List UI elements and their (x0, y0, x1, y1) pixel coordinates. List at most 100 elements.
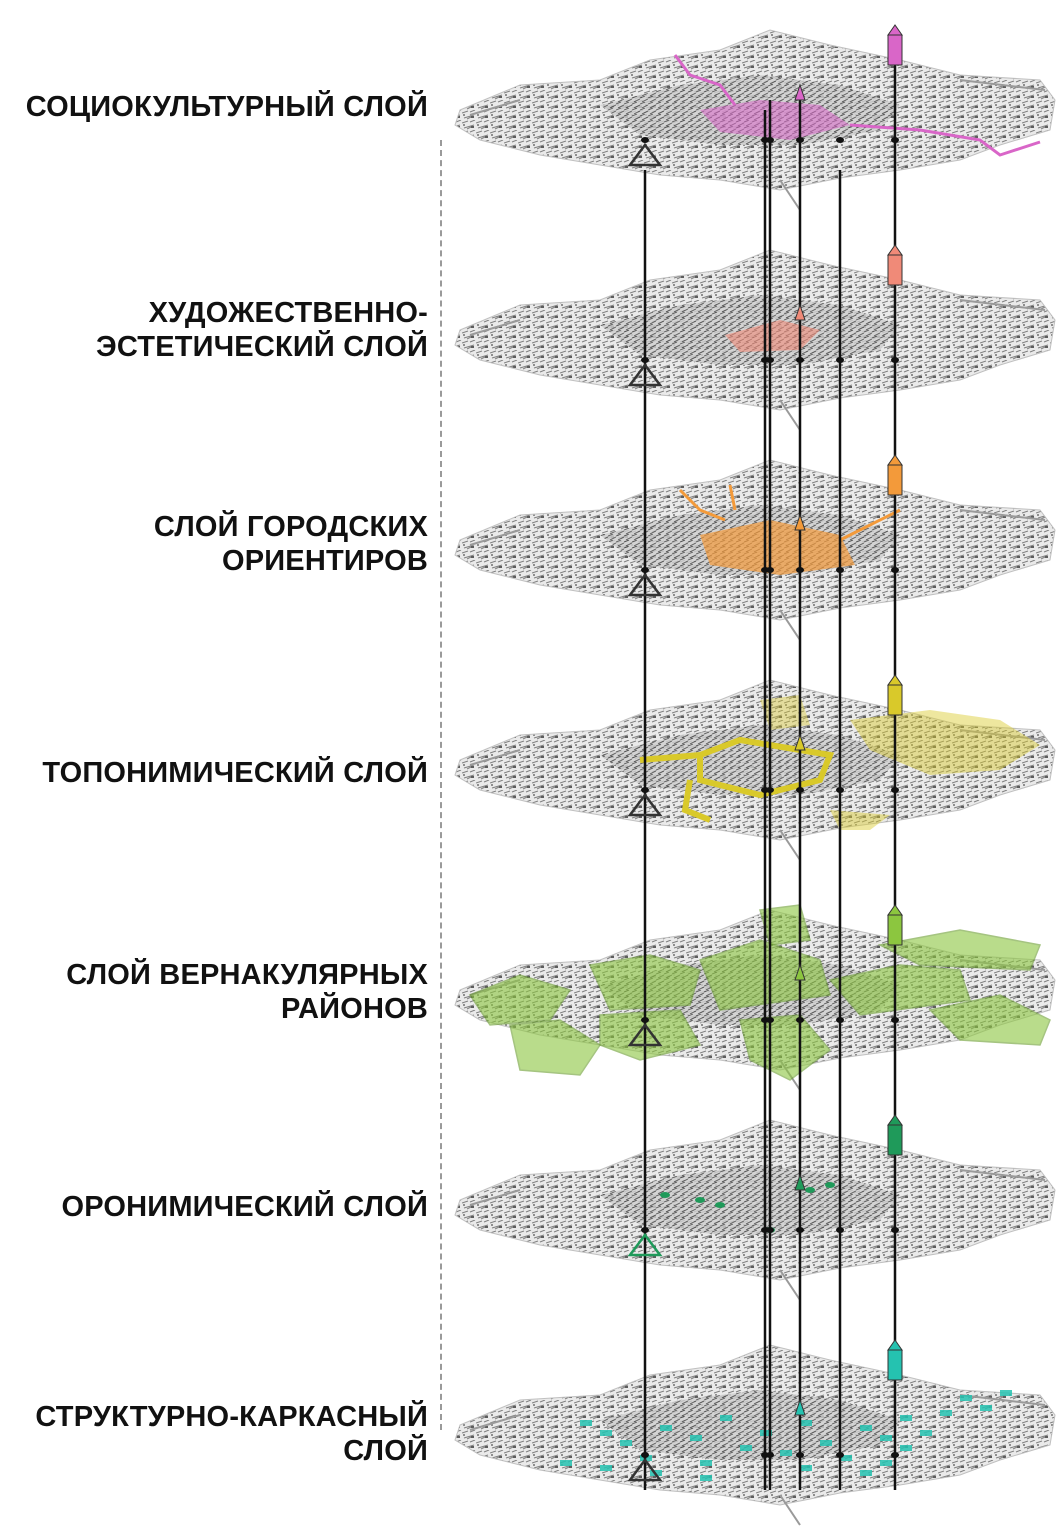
tower-marker (887, 914, 903, 946)
pole-node (641, 1452, 649, 1458)
structural-element (620, 1440, 632, 1446)
city-edge-streaks (469, 79, 1046, 211)
label-structural: СТРУКТУРНО-КАРКАСНЫЙ СЛОЙ (35, 1400, 428, 1468)
toponymic-area (830, 810, 890, 830)
structural-element (880, 1460, 892, 1466)
pole-node (641, 137, 649, 143)
pole-node (796, 567, 804, 573)
structural-element (880, 1435, 892, 1441)
pole-node (796, 1452, 804, 1458)
pole-node (796, 1017, 804, 1023)
pole-node (766, 567, 774, 573)
pole-node (836, 137, 844, 143)
label-line: СЛОЙ ВЕРНАКУЛЯРНЫХ (66, 959, 428, 991)
oronymic-spot (695, 1197, 705, 1203)
structural-element (860, 1425, 872, 1431)
pole-node (641, 1227, 649, 1233)
structural-element (780, 1450, 792, 1456)
structural-element (660, 1425, 672, 1431)
structural-element (940, 1410, 952, 1416)
vernacular-district (928, 994, 1051, 1046)
pole-node (641, 787, 649, 793)
structural-element (600, 1430, 612, 1436)
tower-marker (887, 34, 903, 66)
label-line: ЭСТЕТИЧЕСКИЙ СЛОЙ (96, 331, 428, 363)
label-line: ОРИЕНТИРОВ (221, 545, 428, 577)
toponymic-routes (639, 736, 835, 823)
structural-element (720, 1415, 732, 1421)
oronymic-spot (660, 1192, 670, 1198)
pole-node (891, 137, 899, 143)
pole-node (766, 1227, 774, 1233)
label-line: ХУДОЖЕСТВЕННО- (148, 297, 428, 329)
pole-node (766, 137, 774, 143)
church-marker (794, 303, 806, 321)
structural-element (840, 1455, 852, 1461)
tower-marker-roof (887, 674, 903, 686)
tower-marker-roof (887, 904, 903, 916)
label-landmarks: СЛОЙ ГОРОДСКИХ ОРИЕНТИРОВ (154, 510, 428, 578)
dashed-connector-line (440, 140, 442, 1430)
pole-node (766, 1452, 774, 1458)
pole-node (891, 1452, 899, 1458)
oronymic-spot (825, 1182, 835, 1188)
city-edge-streaks (469, 509, 1046, 641)
city-edge-streaks (469, 299, 1046, 431)
pole-node (891, 1227, 899, 1233)
sociocultural-core-area (700, 100, 850, 140)
city-core (600, 725, 900, 795)
city-edge-streaks (469, 729, 1046, 861)
label-toponymic: ТОПОНИМИЧЕСКИЙ СЛОЙ (42, 756, 428, 790)
tower-marker-roof (887, 244, 903, 256)
connector-poles (641, 40, 899, 1490)
church-marker (794, 963, 806, 981)
structural-element (820, 1440, 832, 1446)
city-edge-streaks (469, 1169, 1046, 1301)
vernacular-district (509, 1019, 602, 1076)
pole-node (796, 1227, 804, 1233)
vernacular-district (759, 904, 811, 946)
pole-node (641, 357, 649, 363)
mountain-marker (627, 792, 663, 817)
structural-element (600, 1465, 612, 1471)
tower-marker-roof (887, 454, 903, 466)
structural-element (700, 1460, 712, 1466)
label-line: СТРУКТУРНО-КАРКАСНЫЙ (35, 1401, 428, 1433)
pole-node (836, 1017, 844, 1023)
pole-node (766, 357, 774, 363)
layer-labels: СОЦИОКУЛЬТУРНЫЙ СЛОЙ ХУДОЖЕСТВЕННО- ЭСТЕ… (0, 0, 440, 1531)
church-marker (794, 733, 806, 751)
city-core (600, 1165, 900, 1235)
label-artistic: ХУДОЖЕСТВЕННО- ЭСТЕТИЧЕСКИЙ СЛОЙ (96, 296, 428, 364)
mountain-marker (627, 362, 663, 387)
toponymic-area (760, 695, 810, 730)
tower-marker (887, 464, 903, 496)
label-line: ТОПОНИМИЧЕСКИЙ СЛОЙ (42, 757, 428, 789)
landmarks-route (678, 484, 901, 542)
label-line: СЛОЙ ГОРОДСКИХ (153, 511, 428, 543)
tower-marker-roof (887, 24, 903, 36)
pole-node (796, 357, 804, 363)
tower-marker (887, 1349, 903, 1381)
label-line: РАЙОНОВ (281, 993, 428, 1025)
sociocultural-route (849, 123, 1041, 157)
label-line: ОРОНИМИЧЕСКИЙ СЛОЙ (61, 1191, 428, 1223)
structural-element (900, 1415, 912, 1421)
structural-element (700, 1475, 712, 1481)
pole-node (766, 1017, 774, 1023)
pole-node (641, 567, 649, 573)
structural-element (800, 1465, 812, 1471)
toponymic-area (850, 710, 1040, 775)
label-line: СЛОЙ (343, 1435, 428, 1467)
structural-element (1000, 1390, 1012, 1396)
sociocultural-route (673, 54, 737, 106)
pole-node (891, 787, 899, 793)
structural-element (860, 1470, 872, 1476)
mountain-marker (627, 1232, 663, 1257)
tower-marker-roof (887, 1114, 903, 1126)
landmark-markers (627, 24, 903, 1482)
label-oronymic: ОРОНИМИЧЕСКИЙ СЛОЙ (61, 1190, 428, 1224)
tower-marker (887, 684, 903, 716)
city-layer-plates (454, 29, 1056, 1526)
